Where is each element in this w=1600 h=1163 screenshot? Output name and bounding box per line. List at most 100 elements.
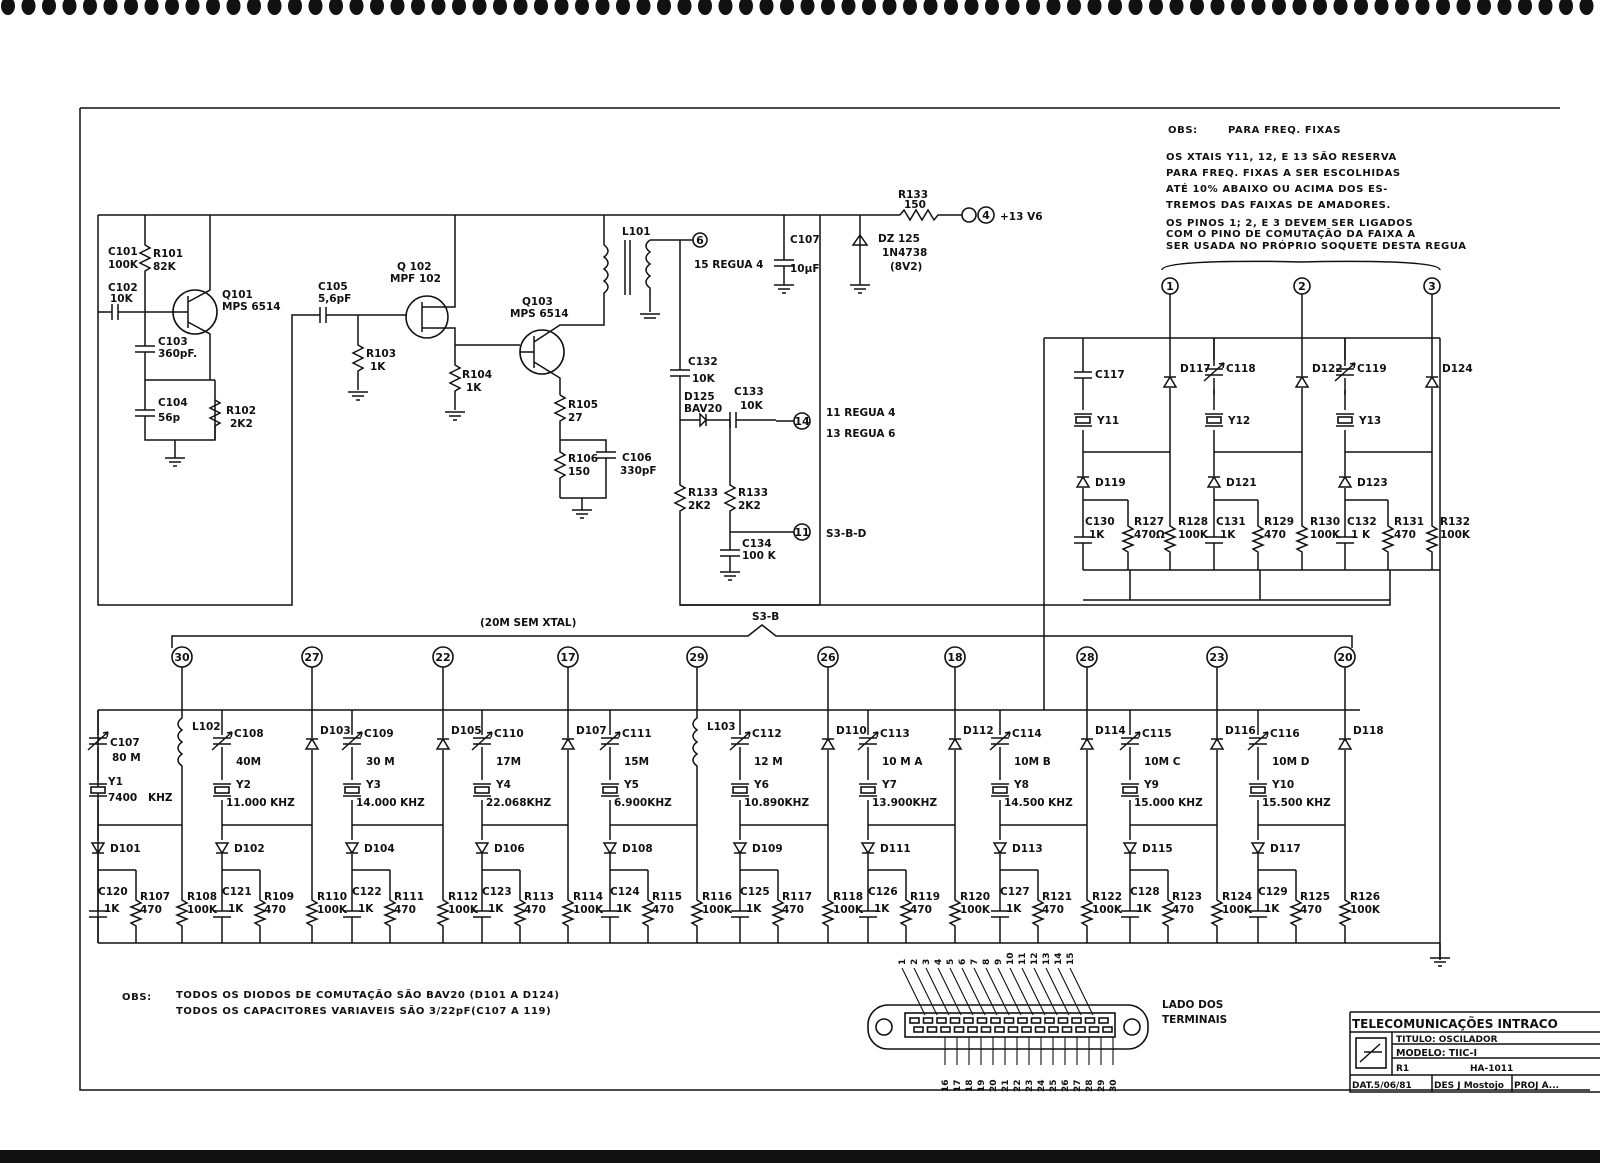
- connector-pin-bottom-16: 16: [941, 1079, 951, 1092]
- d104-label: D104: [364, 843, 395, 855]
- notes-top-line-4: TREMOS DAS FAIXAS DE AMADORES.: [1166, 200, 1391, 211]
- r109-value: 470: [264, 904, 286, 916]
- r103-name: R103: [366, 348, 396, 360]
- d111-label: D111: [880, 843, 911, 855]
- c107-var-value: 80 M: [112, 752, 141, 764]
- r101-name: R101: [153, 248, 183, 260]
- pin-6: 6: [696, 234, 704, 247]
- y8-band: 10M B: [1014, 756, 1051, 768]
- c125-name: C125: [740, 886, 770, 898]
- c104-name: C104: [158, 397, 188, 409]
- d115-label: D115: [1142, 843, 1173, 855]
- r108-value: 100K: [187, 904, 218, 916]
- r122-value: 100K: [1092, 904, 1123, 916]
- c104-value: 56p: [158, 412, 181, 424]
- y3-freq: 14.000 KHZ: [356, 797, 425, 809]
- r126-name: R126: [1350, 891, 1380, 903]
- supply-label: +13 V6: [1000, 211, 1043, 223]
- connector-pin-bottom-26: 26: [1061, 1079, 1071, 1092]
- r128-value: 100K: [1178, 529, 1209, 541]
- binder-edge: [0, 0, 1600, 22]
- r116-value: 100K: [702, 904, 733, 916]
- y6-band: 12 M: [754, 756, 783, 768]
- fixed-pin-3: 3: [1428, 280, 1436, 293]
- connector-pin-top-1: 1: [898, 959, 908, 965]
- company-name: TELECOMUNICAÇÕES INTRACO: [1352, 1016, 1558, 1031]
- r101-value: 82K: [153, 261, 177, 273]
- r121-value: 470: [1042, 904, 1064, 916]
- connector-pin-top-3: 3: [922, 959, 932, 965]
- band-pin-17: 17: [560, 651, 575, 664]
- c133-name: C133: [734, 386, 764, 398]
- c117-label: C117: [1095, 369, 1125, 381]
- c122-value: 1K: [358, 903, 374, 915]
- d119-label: D119: [1095, 477, 1126, 489]
- connector-pin-bottom-20: 20: [989, 1079, 999, 1092]
- notes-top: OBS: PARA FREQ. FIXAS OS XTAIS Y11, 12, …: [1166, 125, 1467, 252]
- connector-pin-top-7: 7: [970, 959, 980, 965]
- connector-pin-bottom-19: 19: [977, 1079, 987, 1092]
- c103-name: C103: [158, 336, 188, 348]
- c105-value: 5,6pF: [318, 293, 351, 305]
- s3b-label: S3-B: [752, 611, 779, 623]
- r108-name: R108: [187, 891, 217, 903]
- y7-freq: 13.900KHZ: [872, 797, 937, 809]
- band-pin-22: 22: [435, 651, 450, 664]
- r132-value: 100K: [1440, 529, 1471, 541]
- r123-value: 470: [1172, 904, 1194, 916]
- c107-var-name: C107: [110, 737, 140, 749]
- c131-name: C131: [1216, 516, 1246, 528]
- connector-pin-bottom-28: 28: [1085, 1079, 1095, 1092]
- r124-value: 100K: [1222, 904, 1253, 916]
- r133c-value: 2K2: [738, 500, 761, 512]
- c115-label: C115: [1142, 728, 1172, 740]
- fixed-pin-1: 1: [1166, 280, 1174, 293]
- connector-pin-top-13: 13: [1042, 952, 1052, 965]
- y5-band: 15M: [624, 756, 649, 768]
- notes-top-line-7: SER USADA NO PRÓPRIO SOQUETE DESTA REGUA: [1166, 239, 1467, 252]
- dz125-volt: (8V2): [890, 261, 922, 273]
- r125-name: R125: [1300, 891, 1330, 903]
- y10-freq: 15.500 KHZ: [1262, 797, 1331, 809]
- r111-name: R111: [394, 891, 424, 903]
- connector-pin-bottom-25: 25: [1049, 1079, 1059, 1092]
- d101-label: D101: [110, 843, 141, 855]
- d106-label: D106: [494, 843, 525, 855]
- r133b-value: 2K2: [688, 500, 711, 512]
- r103-value: 1K: [370, 361, 386, 373]
- r107-name: R107: [140, 891, 170, 903]
- l101-name: L101: [622, 226, 651, 238]
- project-field: PROJ A...: [1514, 1081, 1559, 1091]
- l103-label: L103: [707, 721, 736, 733]
- c106-value: 330pF: [620, 465, 657, 477]
- connector-pin-bottom-17: 17: [953, 1079, 963, 1092]
- c128-value: 1K: [1136, 903, 1152, 915]
- scan-bottom-edge: [0, 1150, 1600, 1163]
- y13-label: Y13: [1358, 415, 1381, 427]
- band-pin-26: 26: [820, 651, 836, 664]
- d117-label: D117: [1270, 843, 1301, 855]
- r105-value: 27: [568, 412, 583, 424]
- notes-top-line-6: COM O PINO DE COMUTAÇÃO DA FAIXA A: [1166, 227, 1416, 240]
- y6-name: Y6: [753, 779, 769, 791]
- y9-name: Y9: [1143, 779, 1159, 791]
- c132-value: 1 K: [1351, 529, 1371, 541]
- r111-value: 470: [394, 904, 416, 916]
- r133c-name: R133: [738, 487, 768, 499]
- y12-label: Y12: [1227, 415, 1250, 427]
- q103-type: MPS 6514: [510, 308, 569, 320]
- q101-name: Q101: [222, 289, 253, 301]
- r106-name: R106: [568, 453, 598, 465]
- band-pin-28: 28: [1079, 651, 1094, 664]
- r133b-name: R133: [688, 487, 718, 499]
- c133-value: 10K: [740, 400, 764, 412]
- regua-out-2: 13 REGUA 6: [826, 428, 895, 440]
- connector-pin-top-10: 10: [1006, 952, 1016, 965]
- c126-name: C126: [868, 886, 898, 898]
- r127-name: R127: [1134, 516, 1164, 528]
- y6-freq: 10.890KHZ: [744, 797, 809, 809]
- r129-name: R129: [1264, 516, 1294, 528]
- connector-pin-bottom-23: 23: [1025, 1079, 1035, 1092]
- c132-name: C132: [1347, 516, 1377, 528]
